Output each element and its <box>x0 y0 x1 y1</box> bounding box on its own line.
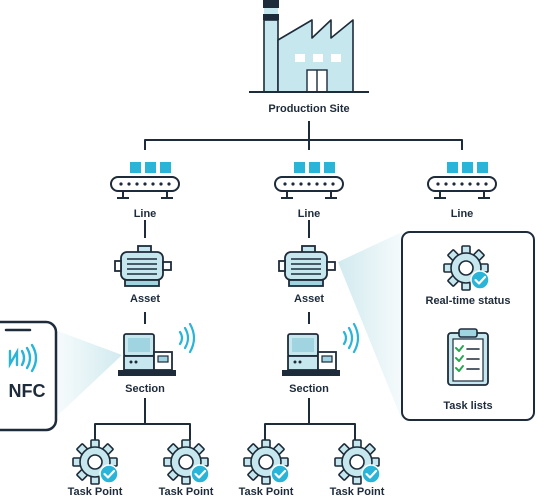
panel-beam <box>338 232 402 420</box>
task-point-label: Task Point <box>159 486 214 498</box>
section-label: Section <box>289 383 329 395</box>
conveyor-icon <box>110 161 180 199</box>
line-label: Line <box>298 208 321 220</box>
motor-icon <box>278 245 336 287</box>
task-point-label: Task Point <box>239 486 294 498</box>
gear-check-icon <box>162 438 211 486</box>
motor-icon <box>114 245 172 287</box>
asset-label: Asset <box>294 293 324 305</box>
production-site-label: Production Site <box>268 103 349 115</box>
factory-icon <box>249 0 369 93</box>
task-point-label: Task Point <box>330 486 385 498</box>
nfc-terminal-icon <box>116 322 196 378</box>
info-panel: Real-time status Task lists <box>401 231 535 421</box>
line-label: Line <box>134 208 157 220</box>
clipboard-checklist-icon <box>447 328 489 386</box>
gear-check-icon <box>242 438 291 486</box>
line-label: Line <box>451 208 474 220</box>
conveyor-icon <box>274 161 344 199</box>
section-label: Section <box>125 383 165 395</box>
phone-device: NFC <box>0 320 58 432</box>
asset-label: Asset <box>130 293 160 305</box>
gear-check-icon <box>71 438 120 486</box>
phone-beam <box>55 330 122 418</box>
nfc-terminal-icon <box>280 322 360 378</box>
gear-check-icon <box>333 438 382 486</box>
task-point-label: Task Point <box>68 486 123 498</box>
nfc-waves-icon <box>8 343 38 373</box>
connector-lines <box>94 121 463 440</box>
nfc-label: NFC <box>9 381 46 401</box>
conveyor-icon <box>427 161 497 199</box>
real-time-status-label: Real-time status <box>426 295 511 307</box>
gear-check-icon <box>442 244 491 292</box>
task-lists-label: Task lists <box>443 400 492 412</box>
